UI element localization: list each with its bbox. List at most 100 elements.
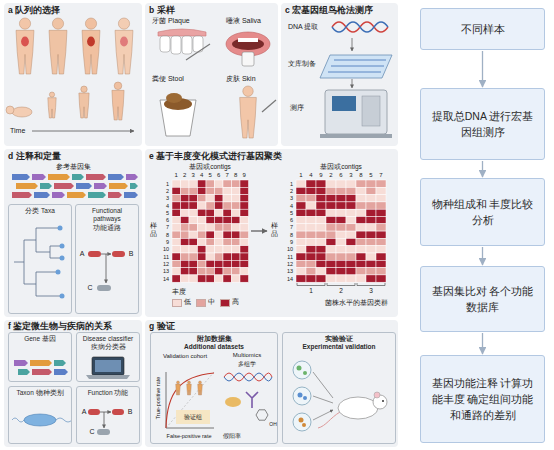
heatmap-cell [240, 217, 249, 224]
illustration-part [112, 251, 125, 257]
heatmap-cell [240, 268, 249, 275]
illustration-part [104, 412, 105, 428]
index-number: 3 [369, 287, 373, 294]
figure-label: C [87, 284, 92, 292]
heatmap-cell [215, 217, 224, 224]
heatmap-cell [198, 246, 207, 253]
heatmap-cell [181, 187, 190, 194]
heatmap-cell [336, 209, 346, 216]
heatmap-cell [356, 268, 366, 275]
heatmap-cell [316, 275, 326, 282]
heatmap-cell [326, 260, 336, 267]
heatmap-cell [366, 260, 376, 267]
heatmap-cell [326, 180, 336, 187]
gene-arrow [86, 174, 106, 180]
figure-label: Time [10, 127, 25, 135]
heatmap-cell [366, 253, 376, 260]
illustration-part [145, 3, 278, 146]
person-head [85, 18, 96, 29]
node-text: 疾病分类器 [79, 343, 137, 351]
heatmap-cell [296, 202, 306, 209]
index-number: 3 [166, 195, 169, 201]
heatmap-cell [172, 224, 181, 231]
heatmap-cell [198, 231, 207, 238]
heatmap-cell [223, 209, 232, 216]
heatmap-cell [326, 253, 336, 260]
node-text: 功能通路 [78, 224, 136, 232]
heatmap-cell [232, 275, 241, 282]
heatmap-cell [198, 268, 207, 275]
heatmap-cell [206, 202, 215, 209]
illustration-part [14, 228, 62, 296]
heatmap-cell [198, 202, 207, 209]
person-figure [79, 86, 89, 118]
heatmap-cell [215, 246, 224, 253]
node-text: Disease classifier [79, 335, 137, 343]
gene-arrow [126, 174, 138, 180]
illustration-part [160, 36, 170, 52]
heatmap-cell [223, 180, 232, 187]
baby [12, 107, 32, 117]
process-box: 基因功能注释 计算功能丰度 确定组间功能 和通路的差别 [420, 355, 545, 443]
heatmap-cell [172, 246, 181, 253]
index-number: 12 [287, 261, 293, 267]
gene-arrow [67, 192, 86, 198]
heatmap-cell [336, 231, 346, 238]
illustration-part [262, 100, 276, 112]
heatmap-cell [356, 275, 366, 282]
heatmap-cell [316, 260, 326, 267]
illustration-part [145, 320, 398, 447]
heatmap-cell [306, 231, 316, 238]
illustration-part [246, 392, 258, 408]
heatmap-cell [172, 253, 181, 260]
person-figure [112, 82, 124, 120]
heatmap-cell [296, 187, 306, 194]
index-number: 4 [166, 202, 169, 208]
illustration-part [60, 294, 65, 299]
gene-arrow [32, 369, 52, 375]
panel-box: Function 功能 [76, 386, 140, 444]
heatmap-cell [346, 260, 356, 267]
heatmap-cell [215, 187, 224, 194]
heatmap-cell [172, 231, 181, 238]
heatmap-cell [346, 187, 356, 194]
heatmap-cell [172, 268, 181, 275]
legend-swatch [196, 299, 206, 307]
heatmap-cell [356, 238, 366, 245]
panel-box: 分类 Taxa [8, 204, 72, 314]
illustration-part [293, 387, 311, 405]
heatmap-cell [240, 260, 249, 267]
heatmap-cell [376, 224, 386, 231]
gene-arrow [48, 174, 70, 180]
pathway-icons [88, 251, 125, 435]
gene-arrow [12, 174, 30, 180]
figure-label: Multiomics [233, 352, 261, 359]
index-number: 2 [290, 188, 293, 194]
heatmap-cell [326, 209, 336, 216]
heatmap-cell [215, 238, 224, 245]
index-number: 1 [166, 180, 169, 186]
process-box: 物种组成和 丰度比较分析 [420, 178, 545, 246]
heatmap-cell [346, 253, 356, 260]
index-number: 8 [166, 232, 169, 238]
heatmap-cell [198, 180, 207, 187]
heatmap-cell [346, 209, 356, 216]
cluster-bracket [357, 283, 385, 286]
index-number: 7 [166, 224, 169, 230]
index-number: 8 [359, 172, 362, 179]
heatmap-cell [215, 224, 224, 231]
illustration-part [86, 375, 130, 379]
gene-arrow [14, 360, 28, 366]
heatmap-cell [172, 238, 181, 245]
legend-item: 低 [172, 298, 191, 307]
illustration-part [338, 397, 378, 419]
person-body [79, 93, 89, 118]
heatmap-cell [376, 187, 386, 194]
illustration-part [88, 409, 100, 415]
cluster-bracket [297, 283, 325, 286]
heatmap-cell [215, 253, 224, 260]
node-text: Function 功能 [79, 389, 137, 397]
person-head [177, 381, 180, 384]
cluster-bracket [327, 283, 355, 286]
person-body [112, 90, 124, 120]
